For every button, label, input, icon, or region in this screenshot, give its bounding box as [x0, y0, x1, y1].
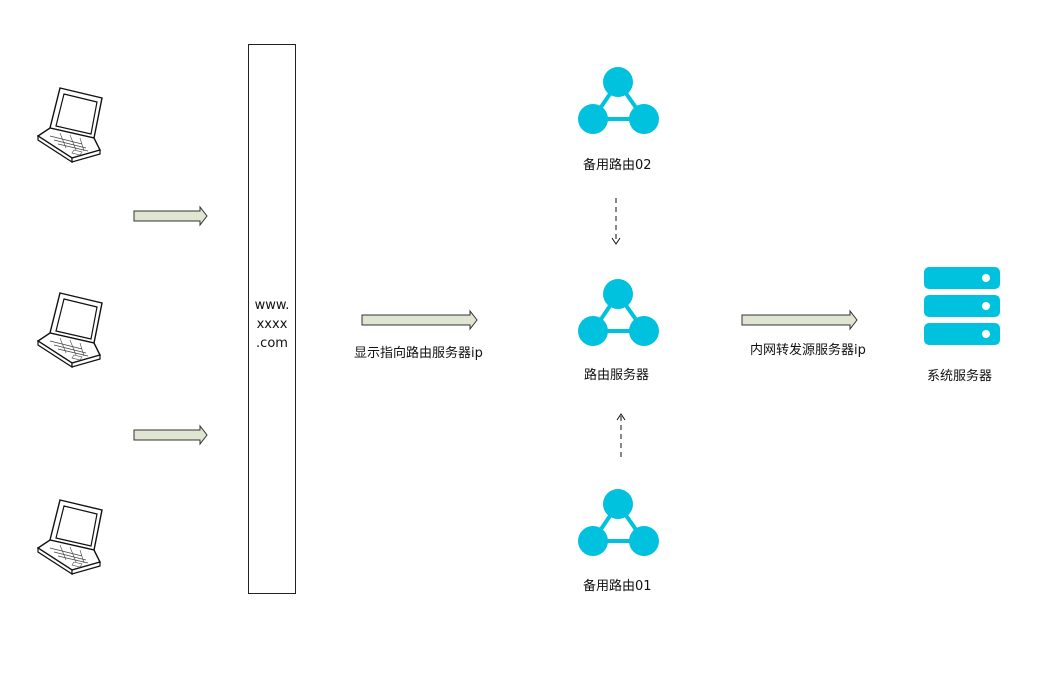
client-to-dns-arrow	[133, 425, 208, 445]
dns-to-router-arrow	[361, 310, 478, 330]
backup-bottom-to-main-dashed-arrow	[616, 413, 626, 460]
dns-line-2: xxxx	[256, 317, 288, 332]
server-rack-icon	[924, 267, 1000, 345]
router-node-icon	[576, 277, 661, 348]
dns-line-3: .com	[256, 336, 288, 351]
dns-domain-box	[248, 44, 296, 594]
dns-domain-text: www. xxxx .com	[248, 296, 296, 353]
router-node-icon	[576, 65, 661, 136]
system-server-label: 系统服务器	[927, 369, 993, 384]
backup-router-bottom-label: 备用路由01	[583, 579, 652, 594]
backup-top-to-main-dashed-arrow	[611, 198, 621, 245]
laptop-icon	[37, 292, 103, 368]
router-node-icon	[576, 487, 661, 558]
main-router-label: 路由服务器	[584, 368, 650, 383]
client-to-dns-arrow	[133, 206, 208, 226]
backup-router-top-label: 备用路由02	[583, 158, 652, 173]
laptop-icon	[37, 499, 103, 575]
dns-to-router-label: 显示指向路由服务器ip	[354, 346, 483, 361]
router-to-server-arrow	[741, 310, 858, 330]
dns-line-1: www.	[254, 298, 290, 313]
router-to-server-label: 内网转发源服务器ip	[750, 343, 866, 358]
laptop-icon	[37, 87, 103, 163]
